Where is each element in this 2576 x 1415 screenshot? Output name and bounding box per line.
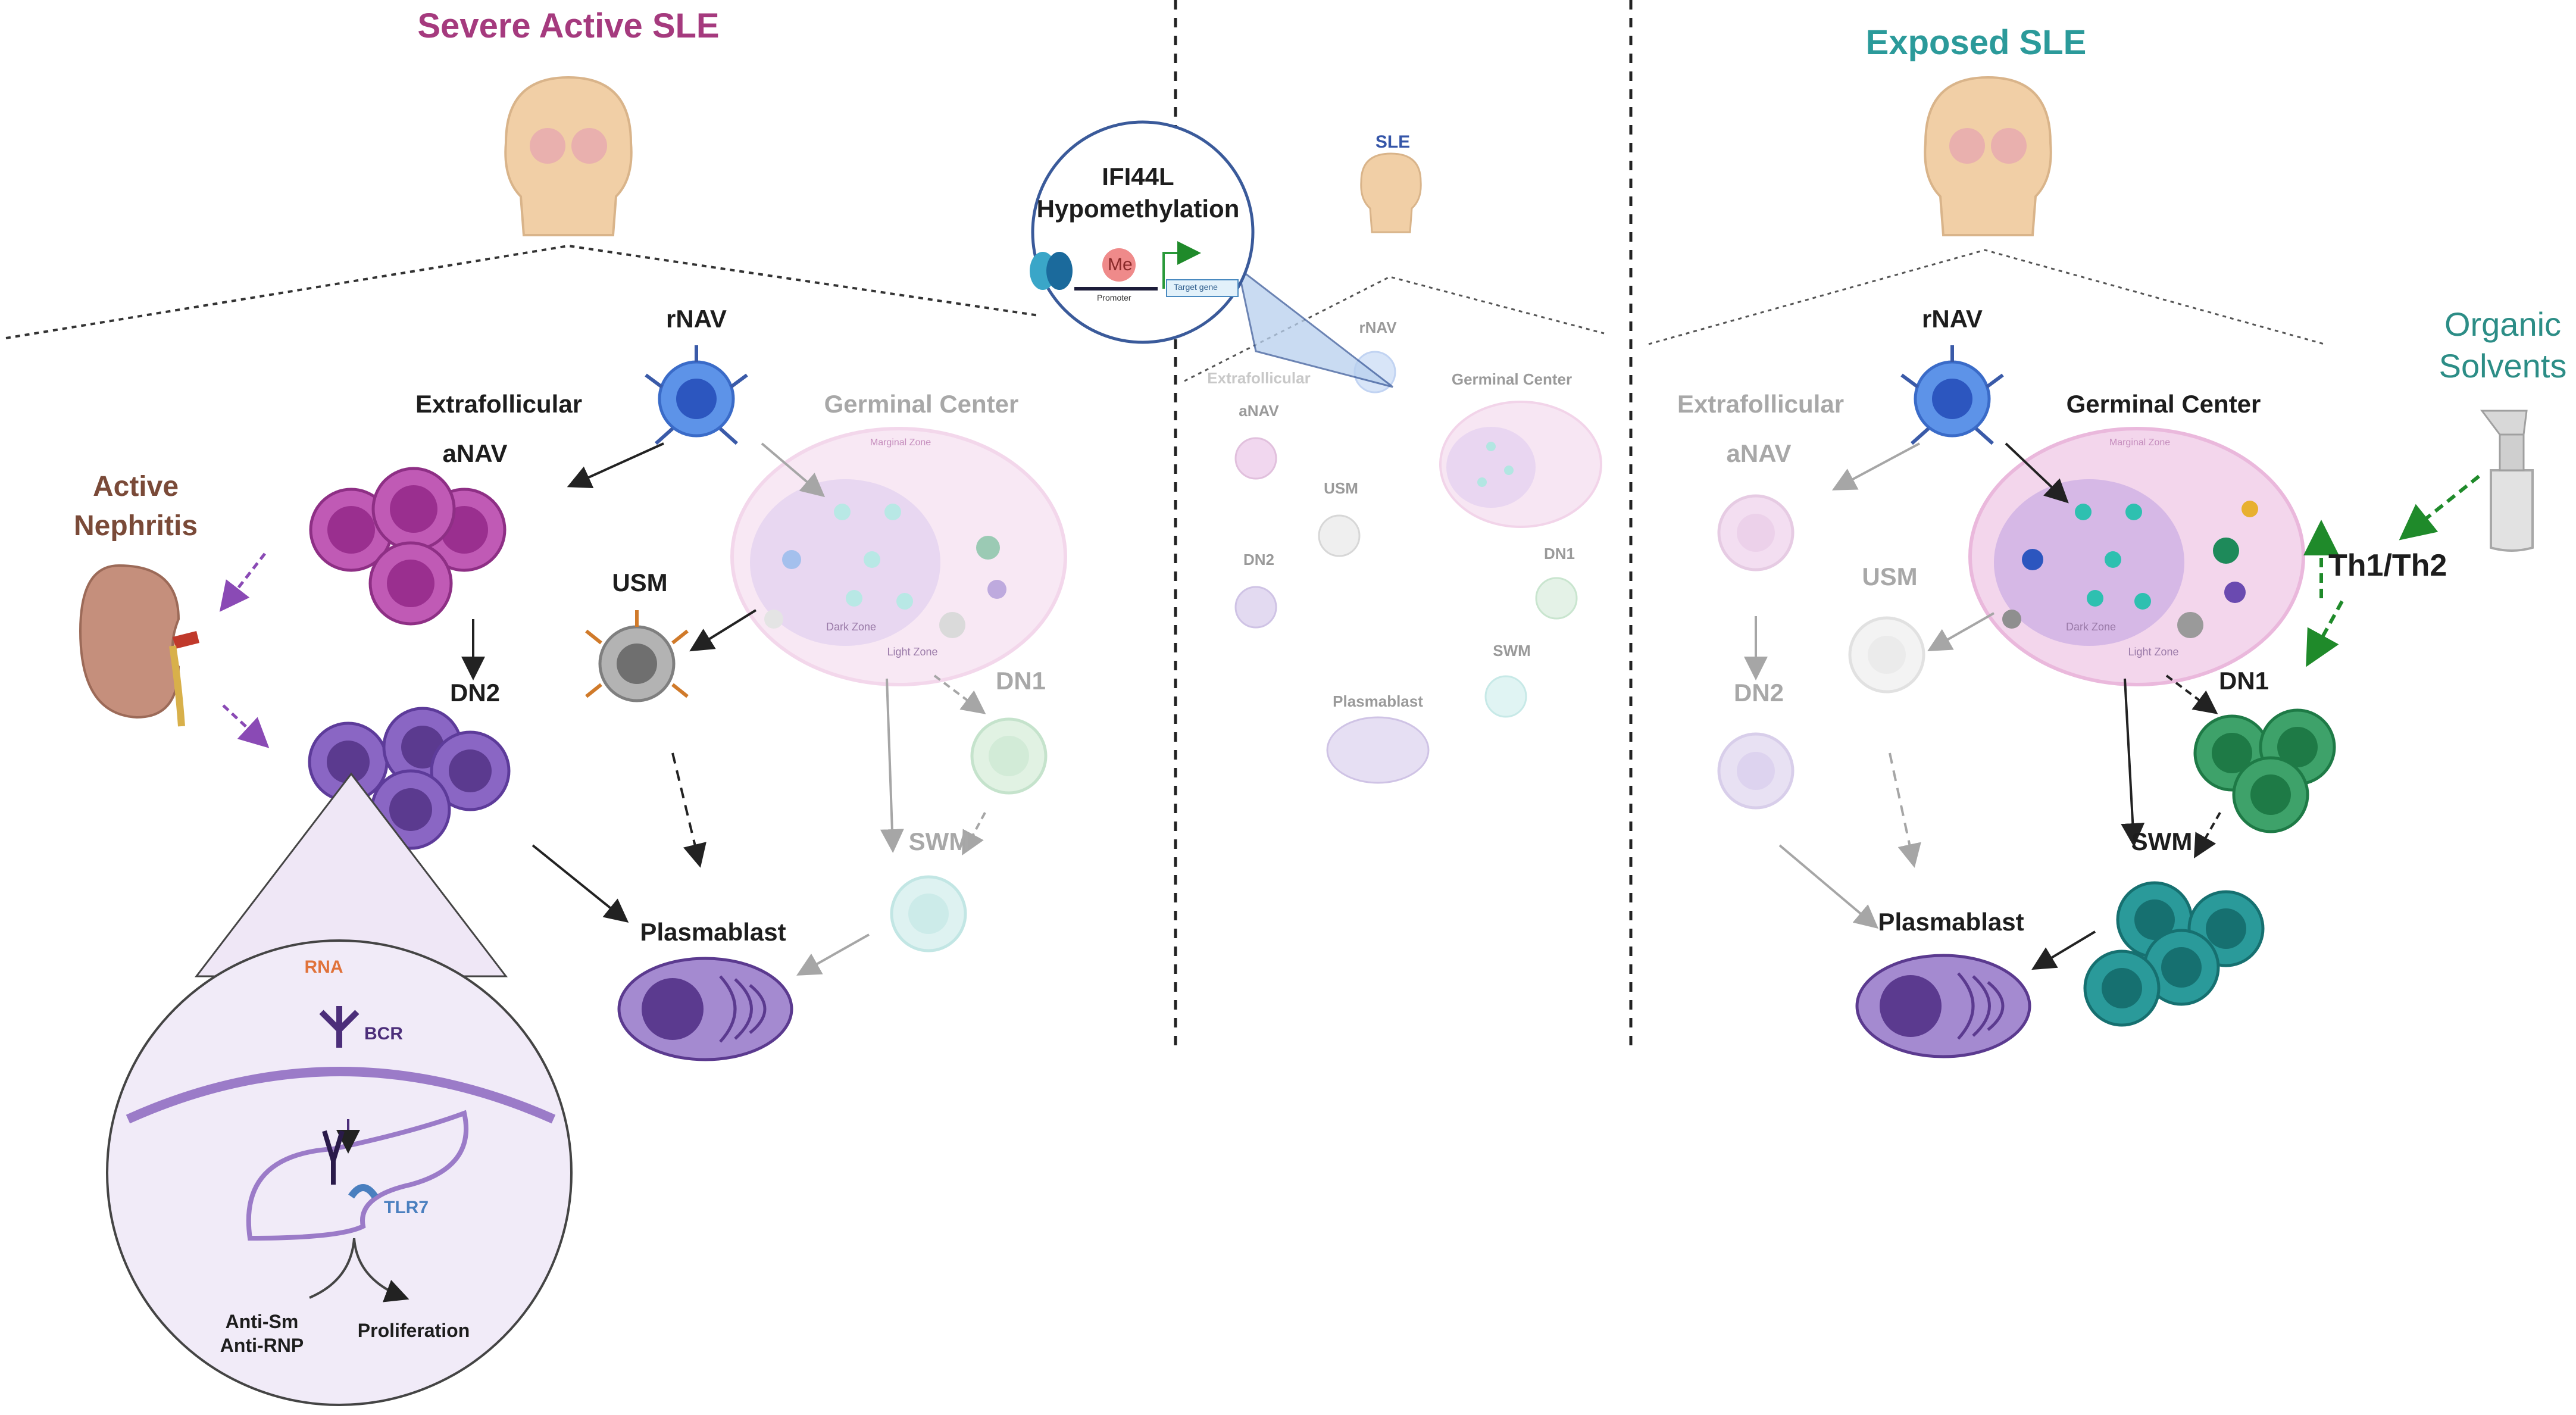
spray-bottle-icon bbox=[2480, 410, 2534, 552]
ifi44l-target-gene: Target gene bbox=[1174, 282, 1218, 292]
label-plasmablast-right: Plasmablast bbox=[1878, 908, 2024, 936]
label-dn2-right: DN2 bbox=[1733, 679, 1784, 707]
arrows-right bbox=[1744, 442, 2480, 970]
organic-line1: Organic bbox=[2444, 305, 2562, 343]
label-swm-middle: SWM bbox=[1493, 642, 1531, 660]
cell-swm-left bbox=[890, 875, 967, 952]
germinal-center-middle bbox=[1439, 401, 1602, 528]
label-proliferation: Proliferation bbox=[357, 1320, 470, 1341]
out1-line1: Anti-Sm bbox=[225, 1311, 299, 1332]
label-anti-sm-rnp: Anti-Sm Anti-RNP bbox=[220, 1310, 304, 1357]
perspective-lines-exposed bbox=[1648, 249, 2325, 345]
label-usm-middle: USM bbox=[1324, 479, 1358, 497]
label-usm-right: USM bbox=[1862, 563, 1918, 591]
label-swm-left: SWM bbox=[908, 827, 970, 855]
nephritis-line2: Nephritis bbox=[73, 510, 198, 542]
ifi44l-magnifier bbox=[1030, 120, 1393, 388]
zoom-signaling-panel bbox=[106, 772, 573, 1406]
ifi44l-title: IFI44L Hypomethylation bbox=[1037, 161, 1240, 225]
label-germinal-center-right: Germinal Center bbox=[2066, 390, 2261, 418]
label-plasmablast-middle: Plasmablast bbox=[1333, 692, 1423, 710]
nephritis-line1: Active bbox=[92, 471, 179, 502]
ifi44l-promoter: Promoter bbox=[1097, 293, 1131, 302]
label-plasmablast-left: Plasmablast bbox=[640, 918, 786, 946]
label-anav-right: aNAV bbox=[1726, 439, 1792, 467]
label-dark-zone-right: Dark Zone bbox=[2065, 621, 2117, 633]
label-extrafollicular-middle: Extrafollicular bbox=[1207, 369, 1311, 387]
label-dn2-left: DN2 bbox=[449, 679, 501, 707]
label-germinal-center-middle: Germinal Center bbox=[1451, 370, 1573, 388]
cell-plasmablast-left bbox=[617, 957, 793, 1061]
label-anav-middle: aNAV bbox=[1239, 402, 1279, 420]
patient-head-exposed bbox=[1924, 76, 2052, 236]
cell-rnav-right bbox=[1900, 345, 2004, 445]
title-severe-active-sle: Severe Active SLE bbox=[417, 7, 720, 45]
organic-line2: Solvents bbox=[2439, 347, 2567, 385]
label-marginal-zone-right: Marginal Zone bbox=[2109, 438, 2171, 448]
cell-dn2-cluster bbox=[308, 707, 511, 850]
cell-dn1-left bbox=[970, 717, 1048, 795]
label-extrafollicular-right: Extrafollicular bbox=[1677, 390, 1845, 418]
label-bcr: BCR bbox=[364, 1024, 403, 1044]
kidney-icon bbox=[79, 564, 199, 727]
label-light-zone-right: Light Zone bbox=[2128, 646, 2179, 658]
cell-anav-cluster bbox=[309, 467, 507, 626]
label-tlr7: TLR7 bbox=[384, 1198, 429, 1217]
label-usm-left: USM bbox=[612, 569, 668, 596]
cells-right-faint bbox=[1717, 494, 1925, 810]
label-swm-right: SWM bbox=[2131, 827, 2193, 855]
label-extrafollicular-left: Extrafollicular bbox=[415, 390, 583, 418]
ifi44l-line2: Hypomethylation bbox=[1036, 195, 1240, 223]
cell-dn1-cluster-right bbox=[2193, 708, 2336, 833]
label-light-zone-left: Light Zone bbox=[887, 646, 938, 658]
title-sle: SLE bbox=[1375, 132, 1411, 152]
cell-usm-left bbox=[585, 610, 689, 702]
ifi44l-line1: IFI44L bbox=[1102, 163, 1174, 190]
label-dn1-middle: DN1 bbox=[1543, 545, 1575, 563]
perspective-lines-severe bbox=[5, 244, 1039, 339]
label-germinal-center-left: Germinal Center bbox=[824, 390, 1019, 418]
cell-swm-cluster-right bbox=[2083, 881, 2265, 1027]
title-exposed-sle: Exposed SLE bbox=[1865, 23, 2087, 62]
label-organic-solvents: Organic Solvents bbox=[2439, 304, 2567, 387]
label-dark-zone-left: Dark Zone bbox=[826, 621, 877, 633]
cell-rnav-left bbox=[645, 345, 748, 445]
label-rnav-middle: rNAV bbox=[1359, 318, 1397, 336]
label-th1-th2: Th1/Th2 bbox=[2328, 548, 2447, 583]
label-rnav-left: rNAV bbox=[666, 305, 727, 333]
label-dn2-middle: DN2 bbox=[1243, 551, 1275, 569]
label-anav-left: aNAV bbox=[442, 439, 508, 467]
label-active-nephritis: Active Nephritis bbox=[74, 467, 198, 546]
cell-plasmablast-right bbox=[1855, 954, 2031, 1058]
label-rnav-right: rNAV bbox=[1922, 305, 1983, 333]
label-rna: RNA bbox=[304, 957, 343, 977]
patient-head-middle bbox=[1360, 152, 1422, 233]
patient-head-severe bbox=[504, 76, 633, 236]
label-marginal-zone-left: Marginal Zone bbox=[870, 438, 931, 448]
label-dn1-right: DN1 bbox=[2218, 667, 2269, 695]
arrows-left bbox=[219, 442, 986, 976]
ifi44l-me: Me bbox=[1108, 255, 1133, 274]
out1-line2: Anti-RNP bbox=[220, 1335, 304, 1356]
label-dn1-left: DN1 bbox=[995, 667, 1046, 695]
